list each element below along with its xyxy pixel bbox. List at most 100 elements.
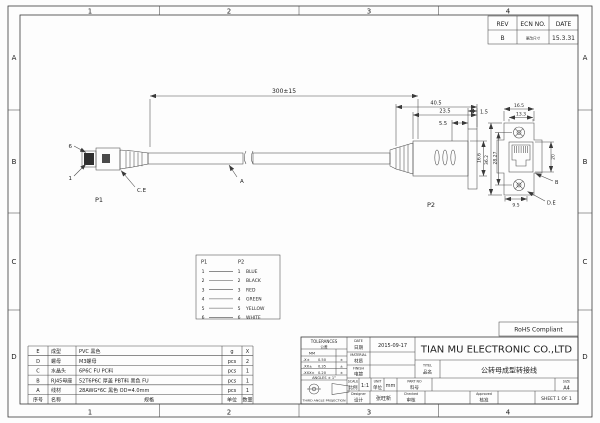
unit-value: mm bbox=[386, 383, 396, 389]
drawing-title: 公转母成型转接线 bbox=[481, 366, 537, 375]
designer-name: 张旺新 bbox=[376, 395, 391, 402]
wiring-row-1: 1 1 BLUE bbox=[202, 269, 258, 275]
checked-label: Checked bbox=[404, 392, 418, 396]
third-angle-label: THIRD ANGLE PROJECTION bbox=[301, 399, 345, 403]
col-label-4-top: 4 bbox=[506, 8, 511, 16]
col-label-2-bottom: 2 bbox=[227, 409, 231, 417]
tol-row3-label: .XXX± bbox=[303, 371, 315, 375]
length-dim-text: 300±15 bbox=[272, 88, 296, 95]
pin-left: 2 bbox=[202, 278, 205, 284]
tol-row2-value: 0.35 bbox=[318, 365, 326, 369]
col-label-1-top: 1 bbox=[88, 8, 92, 16]
wire-color: BLUE bbox=[246, 269, 258, 275]
p2-boot bbox=[389, 142, 414, 175]
wiring-p1-header: P1 bbox=[201, 260, 207, 266]
pin-left: 4 bbox=[202, 297, 205, 303]
col-label-4-bottom: 4 bbox=[506, 409, 511, 417]
bom-row-e: E 成型 PVC 黑色 g X bbox=[36, 348, 249, 355]
wiring-row-6: 6 6 WHITE bbox=[202, 315, 261, 321]
partno-label-cn: 料号 bbox=[410, 384, 419, 391]
bom-table: E 成型 PVC 黑色 g X D 螺母 M3螺母 pcs 2 C 水晶头 6P… bbox=[27, 345, 254, 405]
cable-callout: A bbox=[240, 179, 244, 185]
tol-row1-label: .X± bbox=[303, 358, 310, 362]
dim-5-5: 5.5 bbox=[439, 121, 447, 127]
bom-unit: pcs bbox=[228, 378, 237, 384]
pin-left: 1 bbox=[202, 269, 205, 275]
dim-16-5: 16.5 bbox=[514, 103, 524, 109]
de-callout: D.E bbox=[547, 201, 556, 207]
scale-label-cn: 比例 bbox=[349, 384, 358, 391]
rj45-contacts bbox=[84, 153, 94, 165]
wiring-table: P1 P2 1 1 BLUE 2 2 BLACK 3 3 RED 4 4 GRE… bbox=[195, 254, 281, 321]
bom-no-header: 序号 bbox=[33, 397, 43, 404]
bom-unit: g bbox=[230, 349, 233, 355]
pin-right: 6 bbox=[238, 315, 241, 321]
bom-name: 线材 bbox=[51, 387, 61, 394]
size-value: A4 bbox=[563, 386, 570, 392]
wiring-row-2: 2 2 BLACK bbox=[202, 278, 262, 284]
bom-name: 螺母 bbox=[51, 358, 61, 365]
date-value: 15.3.31 bbox=[552, 35, 575, 42]
bom-qty-header: 数量 bbox=[242, 397, 252, 404]
material-label: MATERIAL bbox=[350, 353, 366, 357]
dim-20: 20 bbox=[551, 154, 557, 160]
p2-flange bbox=[467, 128, 478, 190]
row-label-c-right: C bbox=[583, 258, 588, 266]
pin6-callout: 6 bbox=[69, 144, 73, 150]
row-label-d-left: D bbox=[11, 353, 16, 361]
row-label-a-right: A bbox=[583, 54, 588, 62]
designer-label: Designer bbox=[351, 392, 366, 396]
pin-right: 1 bbox=[238, 269, 241, 275]
bom-spec: PVC 黑色 bbox=[79, 348, 101, 355]
p2-label: P2 bbox=[427, 201, 435, 209]
cable-segment-1 bbox=[147, 152, 244, 165]
jack-cavity bbox=[511, 144, 531, 167]
p2-body bbox=[412, 140, 469, 177]
dim-16-6: 16.6 bbox=[477, 153, 483, 163]
unit-label: UNIT bbox=[374, 380, 383, 384]
bom-name: 水晶头 bbox=[51, 368, 66, 375]
dim-36-2: 36.2 bbox=[484, 155, 490, 165]
ecn-header: ECN NO. bbox=[520, 21, 545, 28]
date-value: 2015-09-17 bbox=[378, 343, 407, 349]
screw-hole-top bbox=[513, 126, 525, 139]
scale-value: 1:1 bbox=[361, 383, 369, 389]
bom-spec: 28AWG*6C 黑色 OD=4.0mm bbox=[79, 387, 149, 394]
bom-row-c: C 水晶头 6P6C FU PC料 pcs 1 bbox=[36, 368, 249, 375]
tol-row2-label: .XX± bbox=[303, 365, 312, 369]
tol-row1-value: 0.50 bbox=[318, 358, 327, 362]
tol-row3-pm: ± bbox=[340, 371, 343, 375]
row-label-c-left: C bbox=[12, 258, 17, 266]
finish-label-cn: 电镀 bbox=[354, 371, 363, 378]
col-label-2-top: 2 bbox=[227, 8, 231, 16]
tol-row1-pm: ± bbox=[340, 358, 343, 362]
row-label-b-left: B bbox=[12, 158, 17, 166]
wire-color: WHITE bbox=[246, 315, 261, 321]
bom-no: C bbox=[36, 369, 40, 375]
wire-color: RED bbox=[246, 287, 256, 293]
rev-header: REV bbox=[496, 21, 509, 28]
row-label-b-right: B bbox=[583, 158, 588, 166]
date-header: DATE bbox=[556, 21, 572, 28]
cable-break-right bbox=[250, 150, 254, 165]
bom-unit: pcs bbox=[228, 388, 237, 394]
projection-cone-icon bbox=[331, 383, 350, 395]
col-label-1-bottom: 1 bbox=[88, 409, 92, 417]
bom-qty: 1 bbox=[246, 378, 249, 384]
tolerances-label-cn: 公差 bbox=[320, 344, 328, 349]
p2-side-view: 40.5 23.5 5.5 1.5 16.6 P2 bbox=[389, 101, 488, 209]
company-name: TIAN MU ELECTRONIC CO.,LTD bbox=[420, 345, 573, 356]
bom-row-d: D 螺母 M3螺母 pcs 2 bbox=[36, 358, 249, 365]
approved-label-cn: 核准 bbox=[480, 397, 489, 404]
bom-spec: M3螺母 bbox=[79, 358, 97, 365]
bom-no: D bbox=[36, 359, 40, 365]
partno-label: PART NO bbox=[407, 380, 422, 384]
tol-row3-value: 0.20 bbox=[318, 371, 327, 375]
bom-row-b: B RJ45母座 52T6P6C 厚盖 PBT料 黑色 FU pcs 1 bbox=[36, 377, 249, 384]
row-label-d-right: D bbox=[582, 353, 587, 361]
pin-right: 2 bbox=[238, 278, 241, 284]
wire-color: YELLOW bbox=[245, 306, 265, 312]
approved-label: Approved bbox=[476, 392, 492, 396]
dim-40-5: 40.5 bbox=[430, 101, 441, 107]
